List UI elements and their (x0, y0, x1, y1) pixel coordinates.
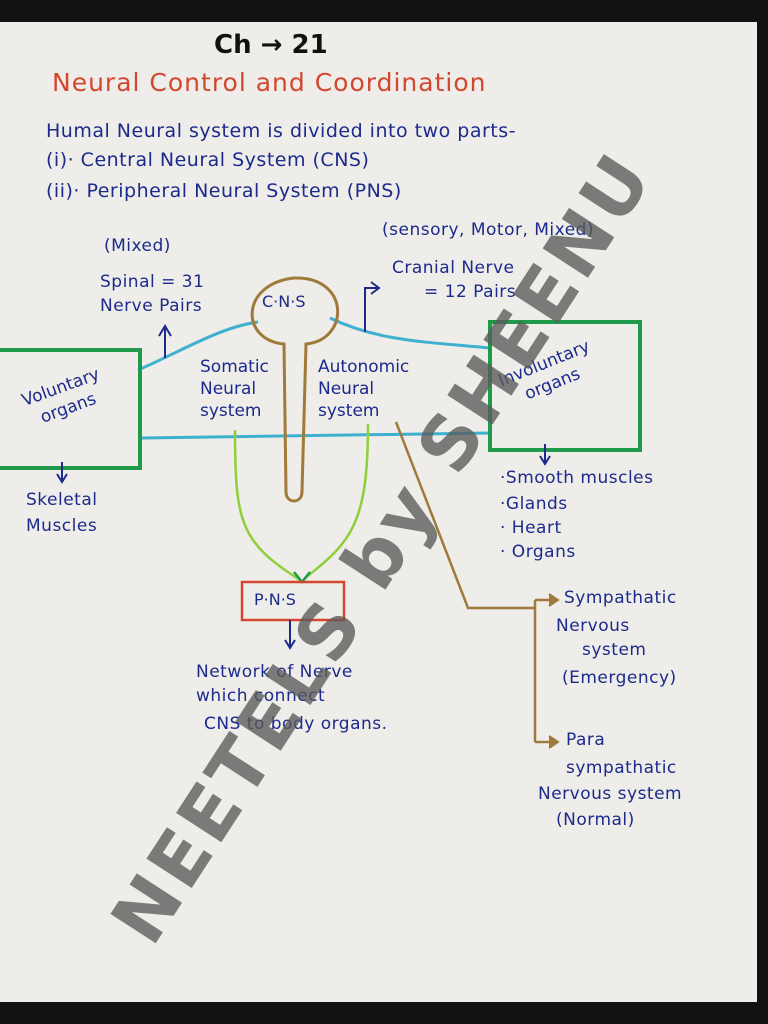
spinal-arrow-head (158, 324, 172, 337)
involuntary-arrow-head (539, 455, 551, 466)
parasympathetic-line-2: sympathatic (566, 758, 677, 778)
lower-nerve-line (141, 431, 491, 440)
upper-left-nerve-line (137, 320, 259, 372)
parasympathetic-arrow-head (548, 735, 560, 749)
involuntary-item-3: · Heart (500, 518, 562, 538)
sympathetic-line-2: Nervous (556, 616, 630, 636)
pns-desc-line-2: which connect (196, 686, 326, 706)
chapter-heading: Ch → 21 (214, 30, 328, 60)
pns-arrow-head (293, 571, 311, 585)
cranial-arrow (364, 287, 378, 332)
pns-box (240, 580, 346, 622)
sympathetic-line-3: system (582, 640, 647, 660)
sympathetic-line-1: Sympathatic (564, 588, 677, 608)
somatic-line-2: Neural (200, 379, 257, 399)
voluntary-organs-box (0, 348, 142, 470)
parasympathetic-line-3: Nervous system (538, 784, 683, 804)
involuntary-organs-box (488, 320, 642, 452)
page-title: Neural Control and Coordination (52, 68, 487, 97)
cranial-nerve-label: Cranial Nerve (392, 258, 515, 278)
spinal-nerve-count: Spinal = 31 (100, 272, 205, 292)
spinal-nerve-pairs: Nerve Pairs (100, 296, 203, 316)
autonomic-branch-line (394, 421, 535, 610)
sympathetic-line-4: (Emergency) (562, 668, 677, 688)
sympathetic-arrow-head (548, 593, 560, 607)
spinal-mixed-label: (Mixed) (104, 236, 171, 256)
cranial-types-label: (sensory, Motor, Mixed) (382, 220, 595, 240)
cranial-arrow-head (370, 281, 381, 295)
notebook-page: Ch → 21 Neural Control and Coordination … (0, 22, 757, 1002)
cns-label: C·N·S (262, 292, 306, 311)
nervous-system-diagram (0, 276, 642, 749)
autonomic-label: Autonomic Neural system (318, 356, 409, 422)
autonomic-to-pns-line (304, 423, 370, 579)
intro-line-1: Humal Neural system is divided into two … (46, 120, 516, 142)
autonomic-line-1: Autonomic (318, 357, 410, 377)
involuntary-item-4: · Organs (500, 542, 576, 562)
cranial-nerve-pairs: = 12 Pairs (424, 282, 517, 302)
pns-desc-arrow-head (284, 639, 296, 650)
pns-desc-line-1: Network of Nerve (196, 662, 353, 682)
somatic-label: Somatic Neural system (200, 356, 269, 422)
autonomic-line-2: Neural (318, 379, 375, 399)
parasympathetic-line-4: (Normal) (556, 810, 635, 830)
pns-desc-line-3: CNS to body organs. (204, 714, 388, 734)
intro-line-3: (ii)· Peripheral Neural System (PNS) (46, 180, 402, 202)
brain-spinal-cord-shape (250, 276, 340, 503)
pns-label: P·N·S (254, 590, 296, 609)
skeletal-line-2: Muscles (26, 516, 98, 536)
somatic-to-pns-line (233, 429, 301, 582)
parasympathetic-line-1: Para (566, 730, 606, 750)
autonomic-line-3: system (318, 401, 380, 421)
involuntary-item-1: ·Smooth muscles (500, 468, 654, 488)
upper-right-nerve-line (329, 316, 491, 350)
skeletal-arrow-head (56, 473, 68, 484)
intro-line-2: (i)· Central Neural System (CNS) (46, 149, 370, 171)
somatic-line-1: Somatic (200, 357, 269, 377)
skeletal-line-1: Skeletal (26, 490, 98, 510)
somatic-line-3: system (200, 401, 262, 421)
involuntary-item-2: ·Glands (500, 494, 568, 514)
